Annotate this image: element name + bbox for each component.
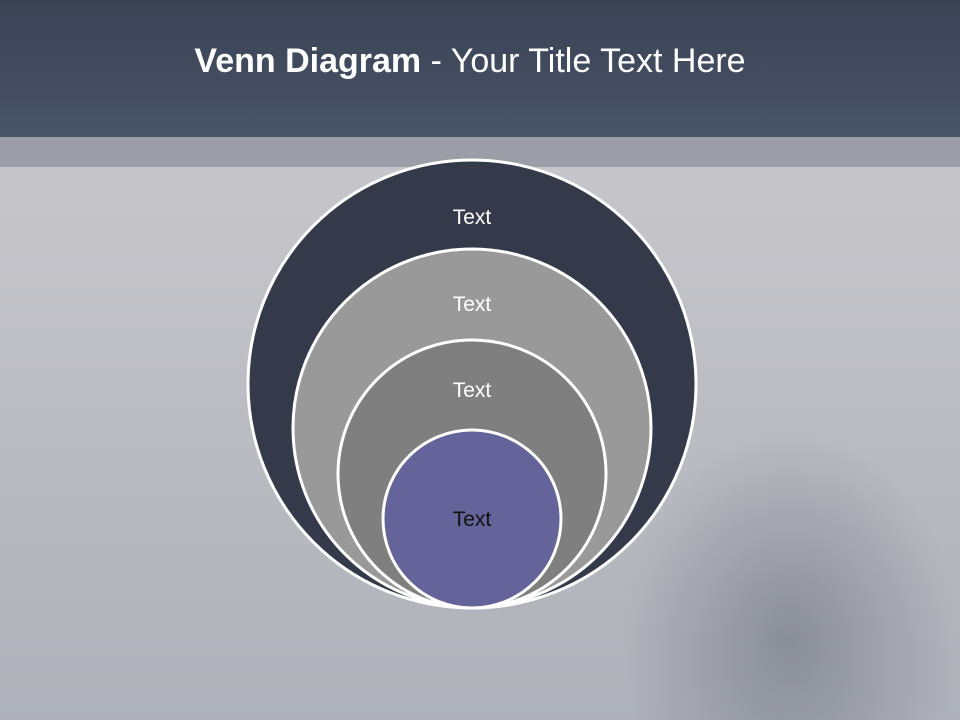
circle-second-label: Text [453, 293, 492, 316]
title-bold: Venn Diagram [194, 42, 422, 80]
circle-third-label: Text [453, 379, 492, 402]
title-rest: - Your Title Text Here [421, 42, 746, 80]
circle-inner-label: Text [453, 508, 492, 531]
circle-inner-shape [381, 428, 563, 610]
header-bar [0, 0, 960, 137]
circle-outer-label: Text [453, 206, 492, 229]
circle-inner: Text [381, 428, 563, 610]
slide-title: Venn Diagram - Your Title Text Here [0, 42, 940, 81]
